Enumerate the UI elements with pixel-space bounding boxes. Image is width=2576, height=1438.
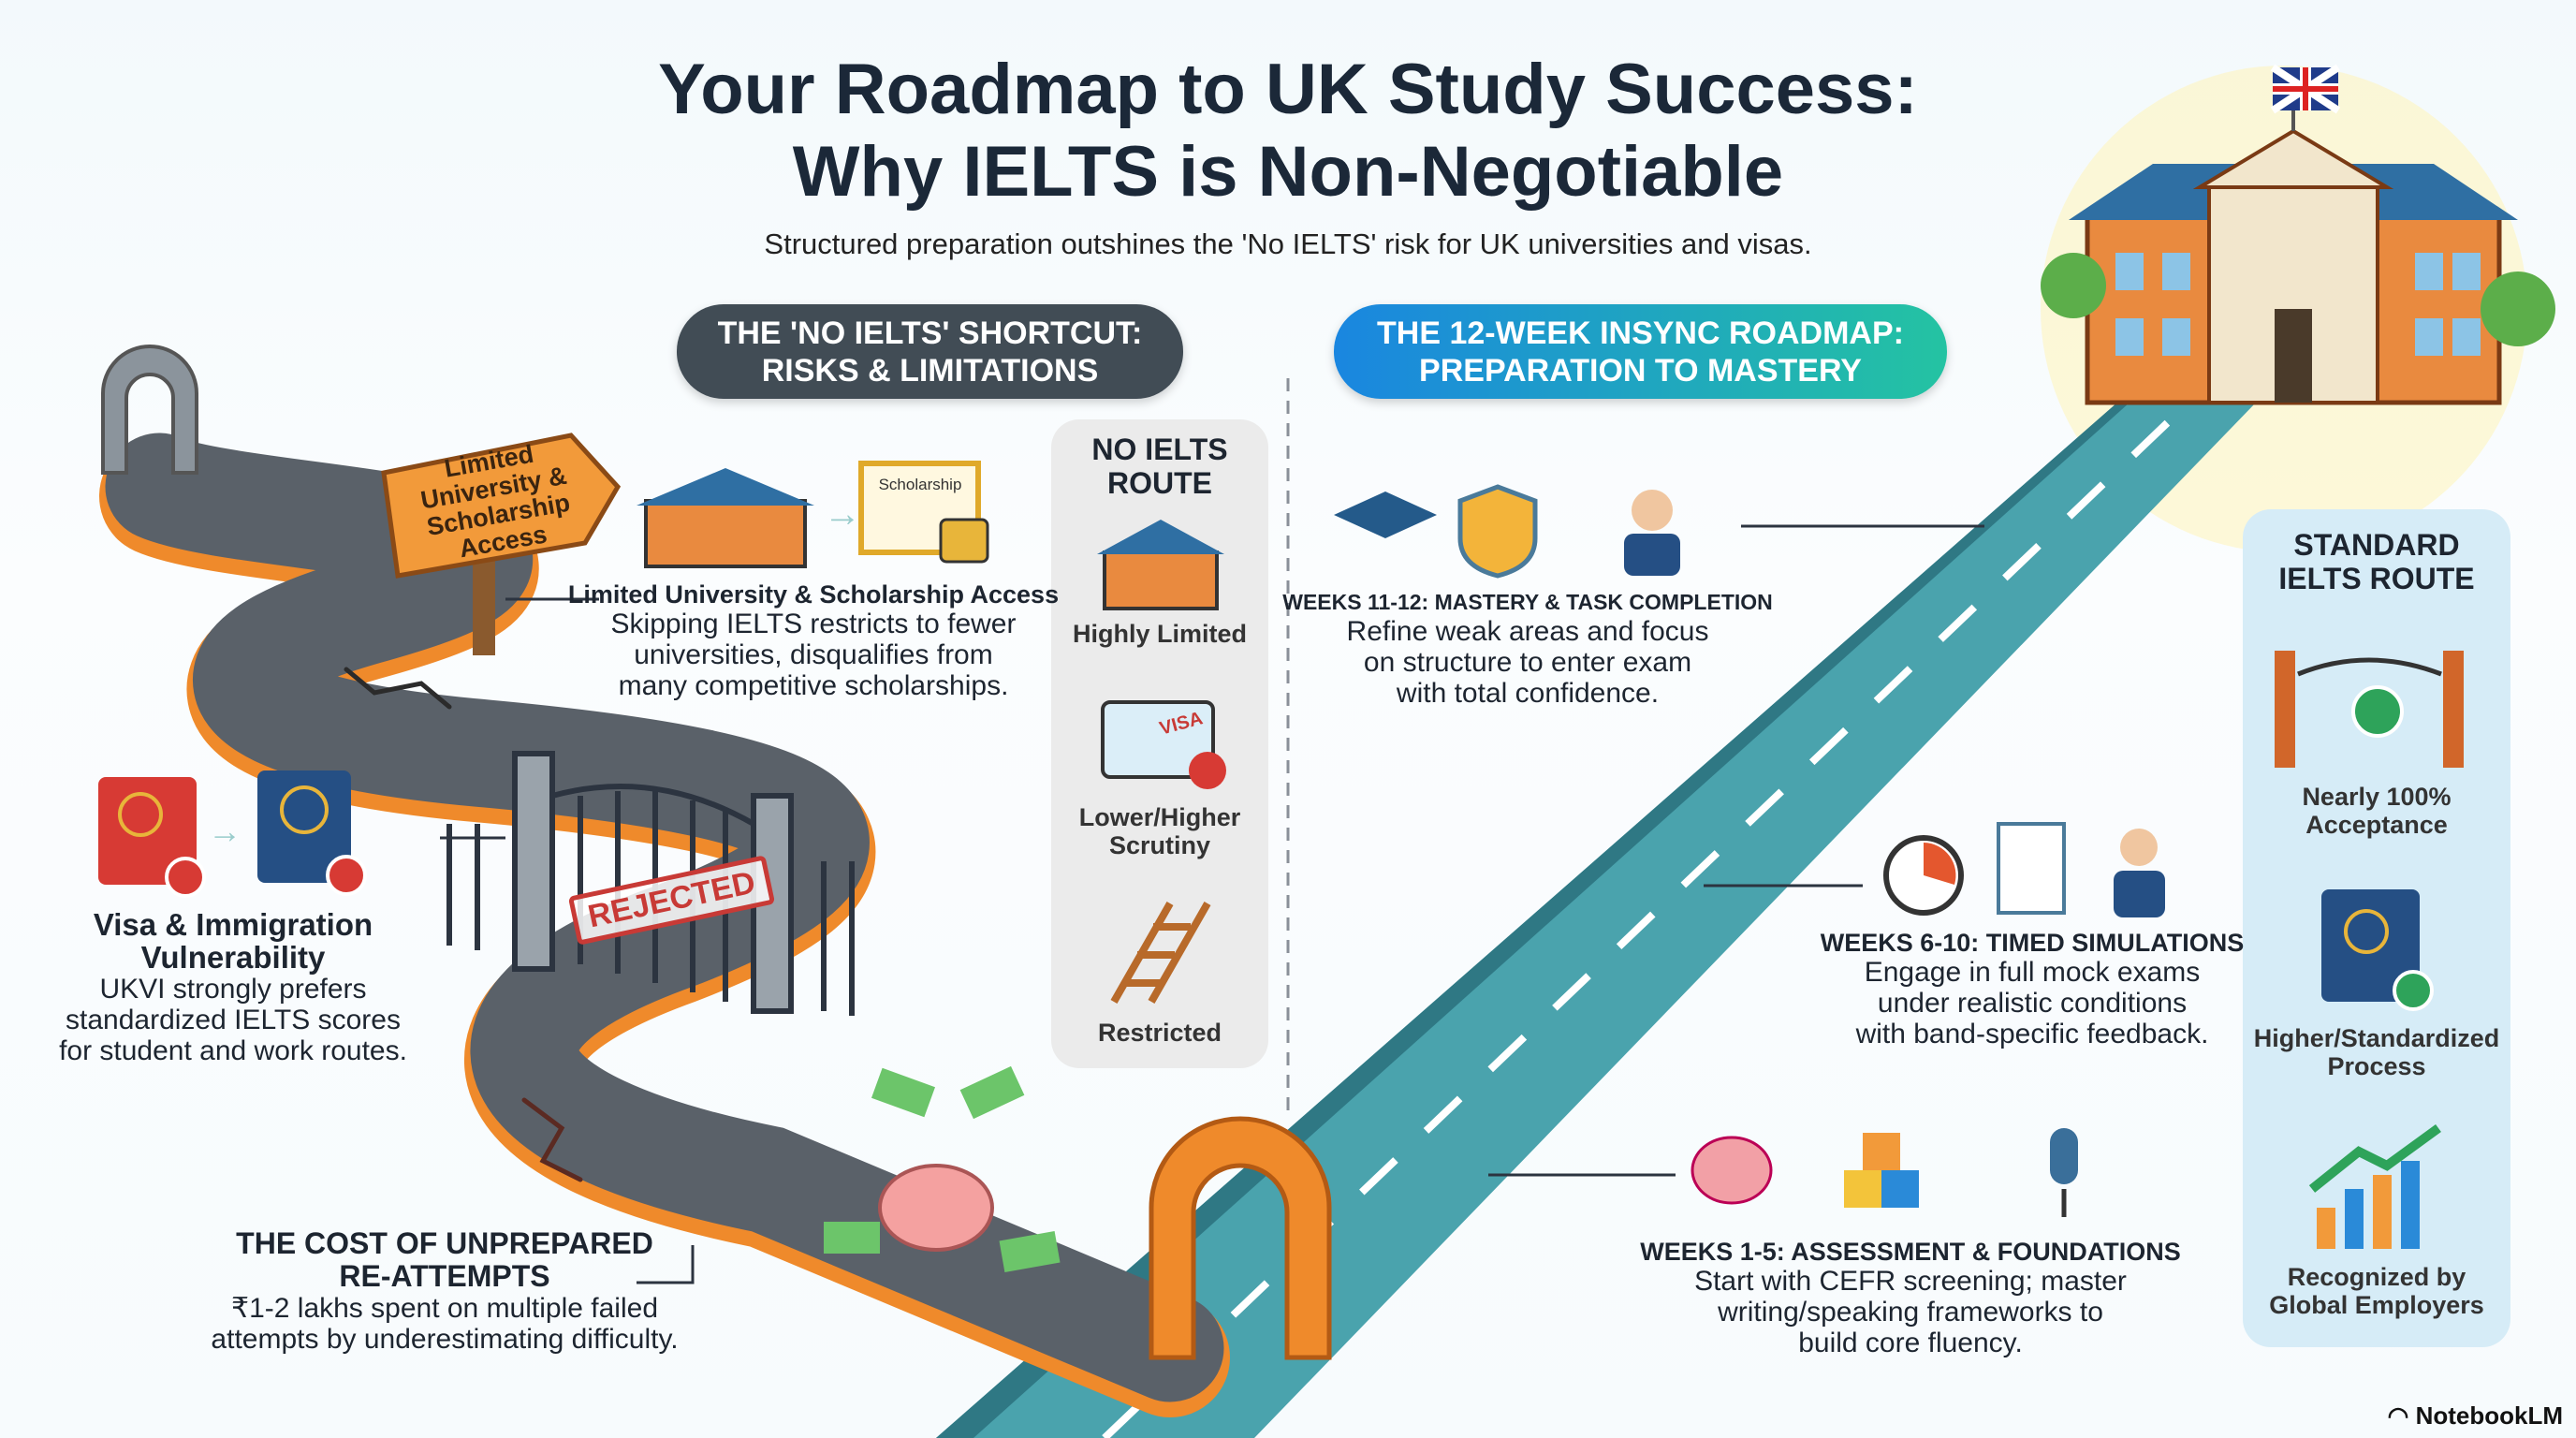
microphone-icon xyxy=(2050,1128,2078,1184)
notebooklm-icon: ◠ xyxy=(2387,1401,2416,1430)
panel-label: Recognized by xyxy=(2287,1263,2466,1291)
insync-roadmap-header: THE 12-WEEK INSYNC ROADMAP: PREPARATION … xyxy=(1334,304,1947,399)
examiner-icon xyxy=(2120,829,2158,866)
item-body: attempts by underestimating difficulty. xyxy=(211,1324,679,1355)
school-icon xyxy=(1097,520,1224,610)
scholarship-certificate-label: Scholarship xyxy=(878,476,962,493)
restricted-label: Restricted xyxy=(1097,1019,1222,1047)
broken-piggy-bank-icon xyxy=(824,1065,1061,1272)
test-paper-icon xyxy=(1997,822,2066,915)
stage-body: Refine weak areas and focus xyxy=(1346,616,1709,647)
graduation-cap-icon xyxy=(1334,492,1437,538)
orange-arch-icon xyxy=(1149,1116,1332,1360)
pill-text: THE 12-WEEK INSYNC ROADMAP: xyxy=(1377,315,1904,351)
brand-text: NotebookLM xyxy=(2415,1401,2563,1430)
stage-body: with band-specific feedback. xyxy=(1855,1019,2209,1049)
page-title-line1: Your Roadmap to UK Study Success: xyxy=(658,50,1918,129)
arrow-icon: → xyxy=(824,493,861,535)
graduate-person-icon xyxy=(1632,490,1673,531)
mastery-icons xyxy=(1334,484,1680,579)
visa-scrutiny-icon xyxy=(1101,700,1226,789)
panel-title: IELTS ROUTE xyxy=(2278,562,2475,595)
no-ielts-shortcut-header: THE 'NO IELTS' SHORTCUT: RISKS & LIMITAT… xyxy=(677,304,1183,399)
brain-icon xyxy=(1690,1136,1773,1205)
panel-label: Process xyxy=(2327,1052,2426,1080)
item-body: ₹1-2 lakhs spent on multiple failed xyxy=(230,1293,659,1324)
process-label: Higher/Standardized Process xyxy=(2254,1024,2500,1080)
item-body: Skipping IELTS restricts to fewer xyxy=(610,609,1017,639)
item-title: Limited University & Scholarship Access xyxy=(567,580,1060,609)
passport-check-icon xyxy=(2321,889,2434,1011)
panel-title: ROUTE xyxy=(1107,466,1212,500)
visa-vulnerability-block: Visa & Immigration Vulnerability UKVI st… xyxy=(59,908,407,1066)
stage-body: Engage in full mock exams xyxy=(1864,957,2201,988)
panel-label: Scrutiny xyxy=(1108,831,1211,859)
standard-route-title: STANDARD IELTS ROUTE xyxy=(2278,528,2474,595)
stage-body: under realistic conditions xyxy=(1877,988,2188,1019)
stage-body: Start with CEFR screening; master xyxy=(1694,1266,2127,1297)
stone-arch-icon xyxy=(101,345,198,475)
acceptance-label: Nearly 100% Acceptance xyxy=(2302,783,2451,839)
scrutiny-label: Lower/Higher Scrutiny xyxy=(1079,803,1241,859)
stage-title: WEEKS 1-5: ASSESSMENT & FOUNDATIONS xyxy=(1640,1238,2181,1266)
item-title: RE-ATTEMPTS xyxy=(339,1259,550,1293)
building-blocks-icon xyxy=(1863,1133,1900,1170)
reattempt-cost-block: THE COST OF UNPREPARED RE-ATTEMPTS ₹1-2 … xyxy=(211,1226,679,1356)
pill-text: PREPARATION TO MASTERY xyxy=(1419,352,1862,389)
red-passport-rejected-icon xyxy=(98,777,206,898)
growth-chart-icon xyxy=(2308,1123,2441,1249)
highly-limited-label: Highly Limited xyxy=(1072,620,1248,648)
page-subtitle: Structured preparation outshines the 'No… xyxy=(764,227,1812,260)
pill-text: THE 'NO IELTS' SHORTCUT: xyxy=(717,315,1143,351)
item-body: standardized IELTS scores xyxy=(66,1005,401,1035)
shield-icon xyxy=(1457,484,1538,579)
item-body: many competitive scholarships. xyxy=(618,670,1009,701)
stage-body: writing/speaking frameworks to xyxy=(1718,1297,2103,1328)
blue-passport-rejected-icon xyxy=(257,770,367,896)
university-icon xyxy=(637,468,814,568)
panel-title: STANDARD xyxy=(2293,528,2460,562)
panel-label: Nearly 100% xyxy=(2302,783,2452,811)
panel-label: Higher/Standardized xyxy=(2253,1024,2500,1052)
item-title: THE COST OF UNPREPARED xyxy=(236,1226,653,1260)
stage-title: WEEKS 6-10: TIMED SIMULATIONS xyxy=(1820,929,2245,957)
page-title-line2: Why IELTS is Non-Negotiable xyxy=(792,132,1784,212)
pill-text: RISKS & LIMITATIONS xyxy=(761,352,1099,389)
connector-lines xyxy=(440,524,1984,1284)
employers-label: Recognized by Global Employers xyxy=(2269,1263,2484,1319)
item-body: universities, disqualifies from xyxy=(634,639,993,670)
item-title: Visa & Immigration xyxy=(93,907,373,942)
stage-body: on structure to enter exam xyxy=(1363,647,1692,678)
panel-label: Acceptance xyxy=(2305,811,2448,839)
panel-title: NO IELTS xyxy=(1091,433,1228,466)
stage-body: build core fluency. xyxy=(1798,1328,2023,1358)
signpost-icon xyxy=(381,433,622,655)
panel-label: Global Employers xyxy=(2269,1291,2484,1319)
simulation-icons xyxy=(1883,822,2165,917)
stage-weeks-1-5: WEEKS 1-5: ASSESSMENT & FOUNDATIONS Star… xyxy=(1640,1238,2181,1358)
foundation-icons xyxy=(1690,1128,2078,1217)
item-title: Vulnerability xyxy=(140,940,326,975)
ladder-icon xyxy=(1110,902,1211,1004)
teal-road xyxy=(936,402,2256,1438)
locked-scholarship-icon xyxy=(858,461,989,564)
item-body: UKVI strongly prefers xyxy=(99,974,367,1005)
stage-weeks-11-12: WEEKS 11-12: MASTERY & TASK COMPLETION R… xyxy=(1282,588,1773,709)
gate-check-icon xyxy=(2275,651,2464,768)
stage-title: WEEKS 11-12: MASTERY & TASK COMPLETION xyxy=(1282,590,1773,614)
no-ielts-route-title: NO IELTS ROUTE xyxy=(1091,433,1227,500)
stage-body: with total confidence. xyxy=(1396,678,1660,709)
notebooklm-logo: ◠ NotebookLM xyxy=(2388,1401,2563,1431)
uk-university-icon xyxy=(2041,64,2555,405)
item-body: for student and work routes. xyxy=(59,1035,407,1066)
limited-access-block: Limited University & Scholarship Access … xyxy=(568,580,1059,701)
arrow-icon: → xyxy=(208,812,242,850)
stage-weeks-6-10: WEEKS 6-10: TIMED SIMULATIONS Engage in … xyxy=(1821,929,2245,1049)
panel-label: Lower/Higher xyxy=(1078,803,1241,831)
